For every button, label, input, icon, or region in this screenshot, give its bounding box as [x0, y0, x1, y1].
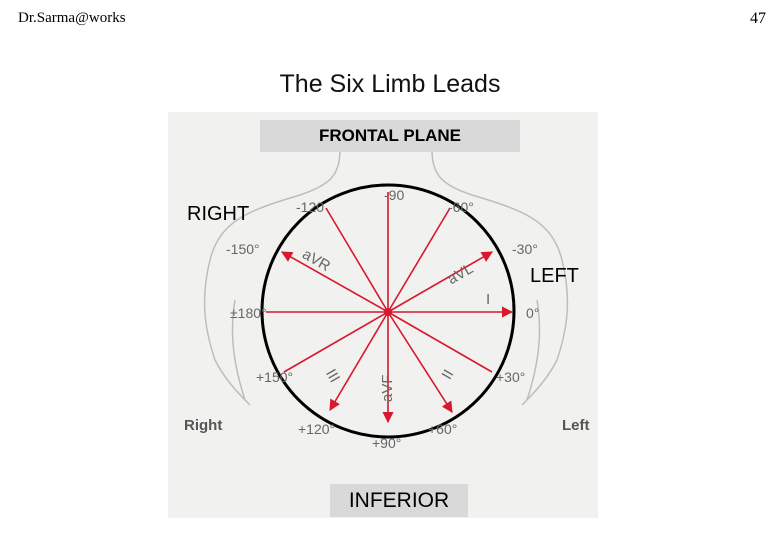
label-zero: 0°: [526, 305, 539, 321]
lead-label-i: I: [486, 291, 490, 308]
lead-plus30-axis: [387, 311, 493, 373]
author-credit: Dr.Sarma@works: [18, 10, 126, 26]
label-minus60: -60°: [448, 199, 474, 215]
torso-outline: [203, 149, 569, 406]
label-plus180: ±180°: [230, 305, 267, 321]
inferior-banner: INFERIOR: [330, 484, 468, 517]
label-plus60: +60°: [428, 421, 457, 437]
lead-avr-axis: [281, 251, 389, 313]
side-label-left-small: Left: [562, 417, 590, 434]
right-side-label: RIGHT: [187, 203, 250, 225]
left-side-label: LEFT: [530, 265, 579, 287]
label-plus90: +90°: [372, 435, 401, 451]
label-plus150: +150°: [256, 369, 293, 385]
label-minus120: -120: [296, 199, 324, 215]
label-plus30: +30°: [496, 369, 525, 385]
frontal-plane-banner: FRONTAL PLANE: [260, 120, 520, 152]
lead-axes: [266, 192, 514, 424]
hexaxial-circle: [260, 183, 516, 439]
lead-iii-axis: [329, 311, 389, 411]
label-minus90: -90: [384, 187, 404, 203]
center-point: [384, 308, 392, 316]
label-minus30: -30°: [512, 241, 538, 257]
lead-avl-axis: [387, 251, 493, 313]
lead-minus120-axis: [325, 207, 389, 313]
lead-label-iii: III: [322, 366, 343, 385]
lead-label-avf: aVF: [379, 374, 396, 402]
lead-plus150-axis: [283, 311, 389, 373]
label-minus150: -150°: [226, 241, 260, 257]
side-label-right-small: Right: [184, 417, 222, 434]
page-number: 47: [750, 10, 766, 27]
lead-ii-axis: [387, 311, 453, 413]
label-plus120: +120°: [298, 421, 335, 437]
slide-title: The Six Limb Leads: [279, 70, 501, 98]
lead-label-ii: II: [438, 367, 457, 383]
lead-minus60-axis: [387, 207, 451, 313]
